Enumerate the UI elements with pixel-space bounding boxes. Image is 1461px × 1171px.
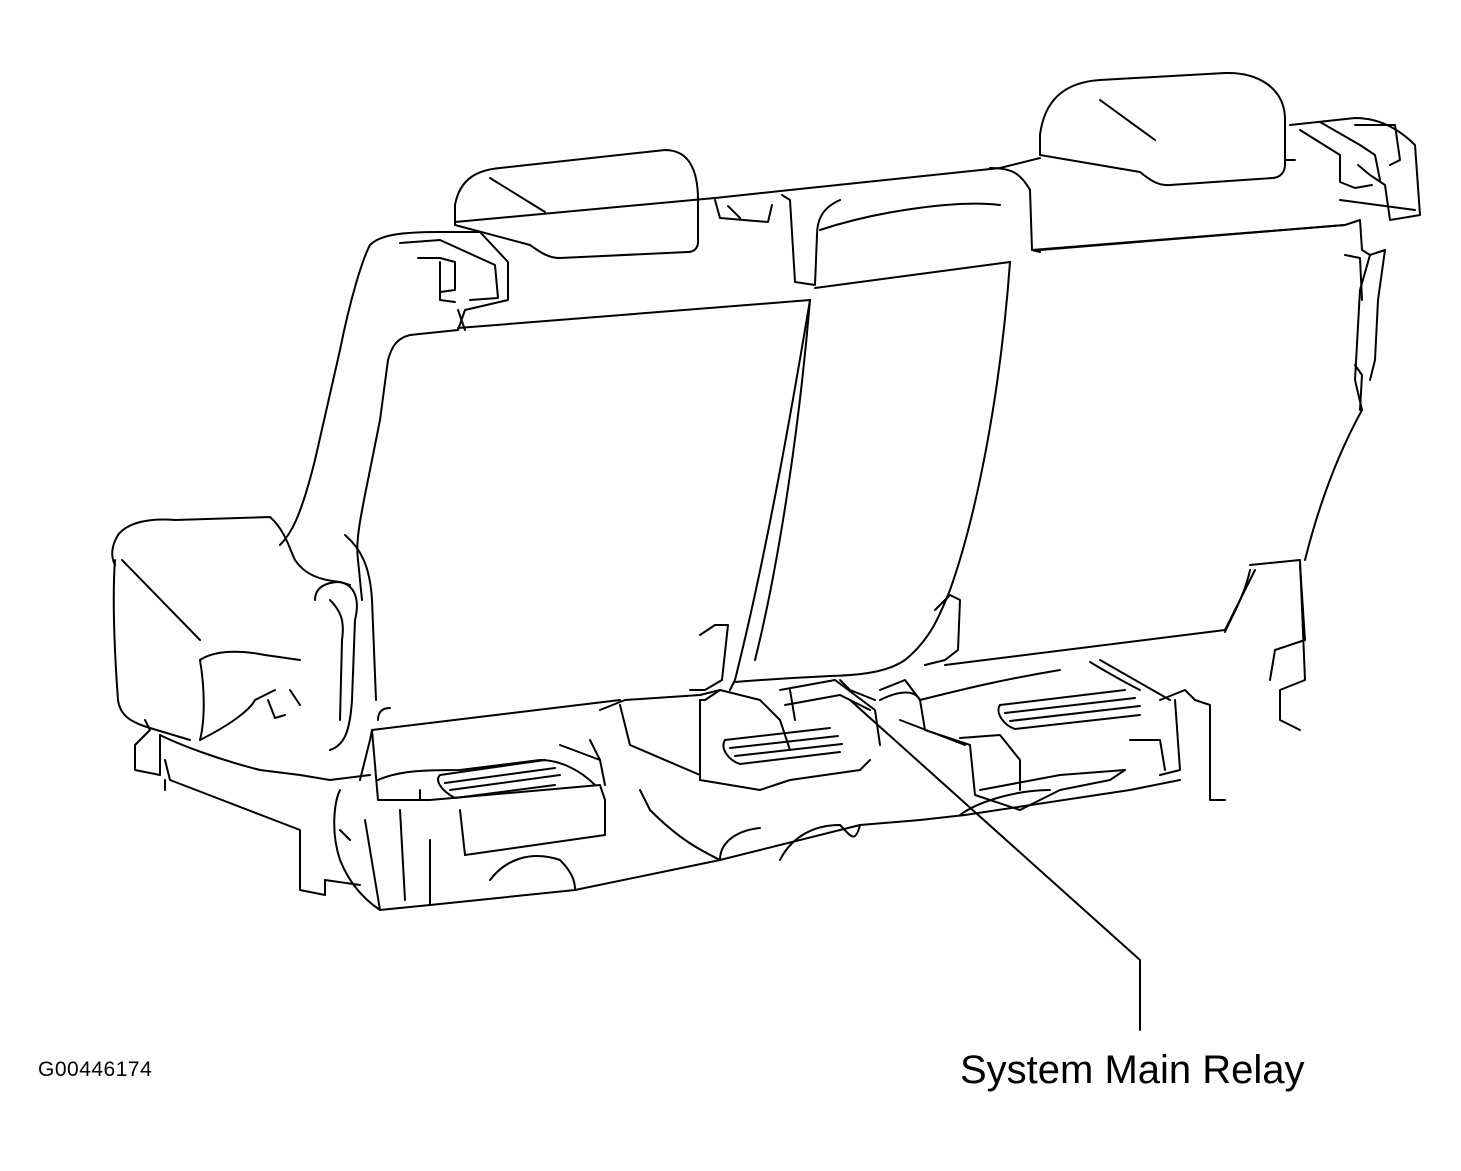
left-seatback-bolster [279, 231, 509, 701]
right-cushion-vent [997, 689, 1141, 730]
figure-id: G00446174 [38, 1058, 153, 1081]
cushion-dividers [559, 594, 1226, 861]
right-headrest [1039, 71, 1286, 187]
system-main-relay-label: System Main Relay [960, 1048, 1305, 1092]
left-armrest [111, 516, 358, 751]
left-seatback-panel [371, 299, 811, 731]
right-seatback-panel [944, 219, 1371, 731]
left-cushion-vent [437, 759, 561, 799]
left-headrest [454, 149, 699, 259]
callout-leader-line [849, 699, 1141, 1031]
seatback-top-frame [454, 157, 1346, 286]
right-latch-bracket [1289, 117, 1421, 411]
seat-base-frame [134, 719, 1181, 911]
center-seatback-panel [734, 261, 1011, 683]
center-cushion-vent [722, 727, 843, 765]
